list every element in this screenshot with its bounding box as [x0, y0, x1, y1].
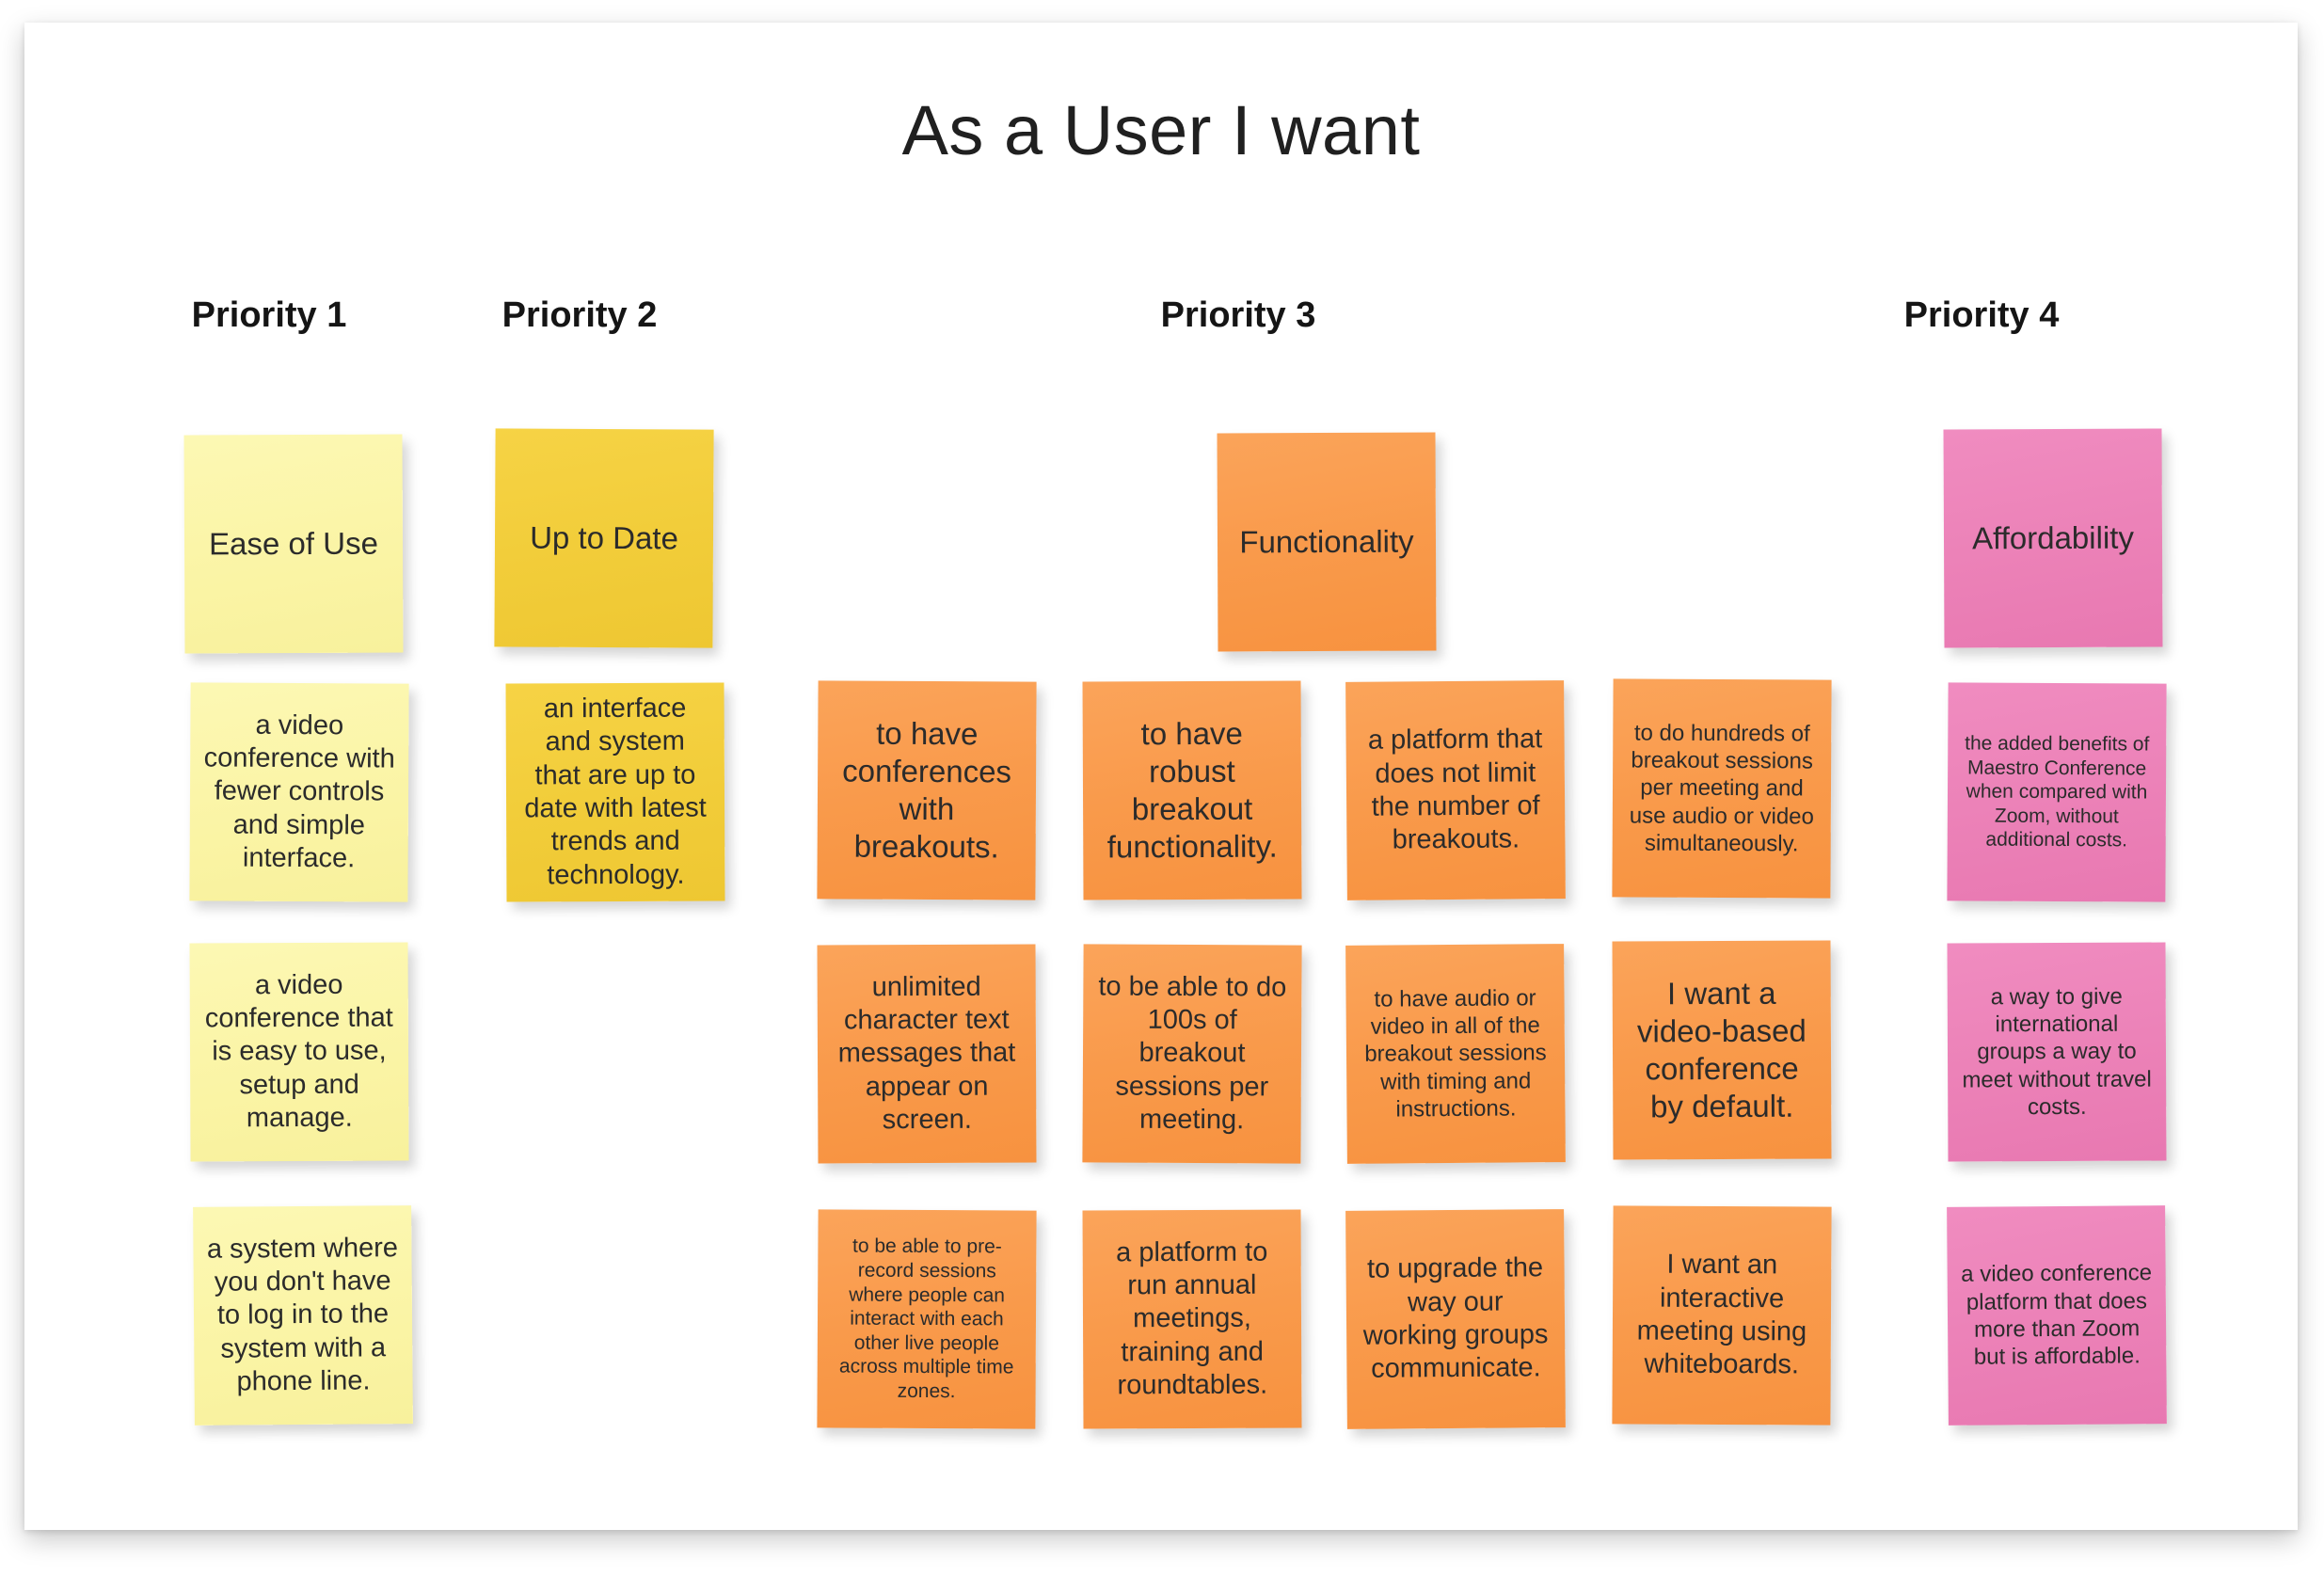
sticky-note-text: Functionality [1239, 523, 1414, 560]
sticky-note-text: to have audio or video in all of the bre… [1364, 985, 1547, 1123]
sticky-note[interactable]: an interface and system that are up to d… [505, 682, 725, 902]
sticky-note-text: to upgrade the way our working groups co… [1362, 1252, 1549, 1385]
sticky-note[interactable]: I want a video-based conference by defau… [1612, 940, 1832, 1160]
sticky-note-text: to do hundreds of breakout sessions per … [1629, 720, 1814, 857]
sticky-note-text: Up to Date [530, 519, 678, 556]
sticky-note[interactable]: a way to give international groups a way… [1947, 942, 2167, 1162]
sticky-note[interactable]: to have robust breakout functionality. [1082, 680, 1302, 900]
sticky-note-text: a platform to run annual meetings, train… [1116, 1236, 1268, 1401]
sticky-note[interactable]: a platform to run annual meetings, train… [1082, 1209, 1302, 1429]
sticky-note[interactable]: I want an interactive meeting using whit… [1612, 1205, 1832, 1426]
sticky-note-text: a video conference with fewer controls a… [203, 709, 395, 874]
sticky-note[interactable]: to be able to pre-record sessions where … [817, 1209, 1037, 1429]
sticky-note-text: a video conference that is easy to use, … [204, 969, 393, 1134]
sticky-note-text: the added benefits of Maestro Conference… [1965, 732, 2150, 852]
sticky-note-text: I want a video-based conference by defau… [1636, 975, 1807, 1124]
sticky-note[interactable]: to be able to do 100s of breakout sessio… [1082, 944, 1302, 1164]
sticky-note-text: an interface and system that are up to d… [524, 693, 707, 891]
sticky-note[interactable]: a video conference that is easy to use, … [189, 942, 409, 1162]
sticky-note-text: Affordability [1971, 519, 2134, 556]
sticky-note[interactable]: to have audio or video in all of the bre… [1345, 944, 1566, 1164]
sticky-note-theme-functionality[interactable]: Functionality [1217, 432, 1437, 652]
sticky-note[interactable]: a system where you don't have to log in … [193, 1205, 413, 1426]
sticky-note-theme-up-to-date[interactable]: Up to Date [494, 428, 714, 648]
sticky-note-text: to have conferences with breakouts. [842, 715, 1012, 865]
sticky-note-text: a system where you don't have to log in … [206, 1232, 399, 1397]
sticky-note[interactable]: a video conference platform that does mo… [1947, 1205, 2167, 1426]
page-title: As a User I want [901, 91, 1421, 169]
sticky-note-theme-affordability[interactable]: Affordability [1943, 428, 2163, 648]
sticky-note-text: unlimited character text messages that a… [837, 971, 1016, 1136]
sticky-note-text: Ease of Use [209, 525, 378, 562]
sticky-note[interactable]: a platform that does not limit the numbe… [1345, 680, 1566, 900]
sticky-note[interactable]: a video conference with fewer controls a… [189, 682, 409, 902]
sticky-note-text: to be able to pre-record sessions where … [838, 1235, 1014, 1403]
sticky-note-text: a video conference platform that does mo… [1961, 1260, 2153, 1370]
column-header-priority-4: Priority 4 [1903, 295, 2060, 335]
sticky-note[interactable]: to upgrade the way our working groups co… [1345, 1209, 1566, 1429]
sticky-note-theme-ease-of-use[interactable]: Ease of Use [183, 434, 404, 654]
sticky-note-text: to be able to do 100s of breakout sessio… [1098, 971, 1287, 1136]
whiteboard-canvas[interactable]: As a User I want Priority 1 Priority 2 P… [24, 23, 2298, 1530]
sticky-note[interactable]: the added benefits of Maestro Conference… [1947, 682, 2167, 902]
column-header-priority-3: Priority 3 [1160, 295, 1316, 335]
sticky-note-text: I want an interactive meeting using whit… [1636, 1249, 1807, 1380]
sticky-note-text: a platform that does not limit the numbe… [1367, 724, 1543, 855]
sticky-note[interactable]: to do hundreds of breakout sessions per … [1612, 678, 1832, 899]
sticky-note-text: to have robust breakout functionality. [1106, 715, 1278, 865]
column-header-priority-2: Priority 2 [501, 295, 658, 335]
column-header-priority-1: Priority 1 [191, 295, 347, 335]
sticky-note[interactable]: to have conferences with breakouts. [817, 680, 1037, 900]
sticky-note[interactable]: unlimited character text messages that a… [817, 944, 1037, 1164]
sticky-note-text: a way to give international groups a way… [1962, 983, 2152, 1121]
